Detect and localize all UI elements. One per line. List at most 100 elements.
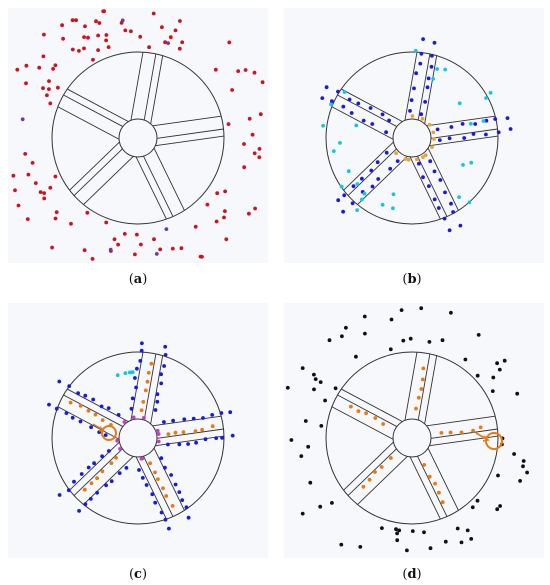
point	[340, 334, 344, 339]
point	[341, 104, 346, 109]
point	[53, 216, 58, 221]
point	[349, 111, 354, 115]
point	[139, 348, 144, 353]
point	[397, 528, 402, 533]
point	[414, 406, 418, 411]
panel-background	[284, 8, 544, 263]
point	[156, 439, 161, 444]
point	[457, 101, 462, 106]
point	[355, 208, 360, 213]
point	[82, 248, 87, 253]
point	[476, 333, 481, 337]
hub	[392, 118, 432, 158]
point	[313, 377, 318, 381]
point	[214, 219, 219, 224]
spoke-guide-0	[157, 428, 224, 439]
spoke-edge-3	[341, 88, 403, 122]
spoke-edge-1	[427, 447, 459, 511]
point	[300, 511, 305, 516]
point	[362, 191, 367, 196]
point	[156, 477, 160, 481]
point	[391, 206, 395, 211]
point	[139, 242, 143, 247]
point	[45, 93, 49, 98]
spoke-edge-2	[357, 456, 408, 505]
point	[129, 370, 134, 375]
point	[223, 209, 227, 214]
point	[300, 366, 305, 370]
point	[388, 166, 393, 171]
spoke-edge-2	[69, 141, 120, 191]
point	[408, 336, 413, 341]
point	[329, 102, 333, 107]
point	[318, 504, 323, 509]
point	[193, 224, 198, 229]
point	[449, 201, 453, 206]
point	[327, 338, 332, 343]
point	[336, 198, 341, 203]
point	[26, 172, 31, 177]
point	[123, 371, 128, 376]
point	[430, 53, 434, 58]
point	[11, 173, 16, 178]
point	[89, 425, 93, 430]
point	[432, 197, 437, 202]
point	[118, 447, 122, 451]
spoke-edge-4	[424, 55, 438, 124]
point	[177, 46, 182, 51]
point	[138, 34, 143, 39]
point	[362, 314, 367, 319]
point	[86, 465, 91, 470]
spoke-guide-1	[143, 456, 174, 517]
point	[143, 388, 148, 393]
point	[24, 81, 28, 86]
point	[461, 163, 465, 167]
point	[242, 165, 247, 170]
point	[100, 418, 105, 422]
point	[194, 440, 199, 445]
point	[253, 206, 257, 211]
point	[432, 40, 437, 45]
spoke-edge-2	[69, 441, 120, 491]
point	[462, 136, 467, 140]
point	[319, 424, 324, 428]
point	[148, 461, 153, 466]
point	[109, 461, 114, 465]
point	[518, 479, 522, 483]
point	[481, 119, 486, 123]
point	[104, 33, 109, 37]
point	[168, 35, 173, 40]
point	[379, 465, 384, 469]
point	[341, 209, 345, 214]
spoke-edge-1	[153, 147, 185, 211]
spoke-edge-3	[57, 106, 120, 140]
panel-c	[8, 303, 268, 558]
point	[42, 196, 47, 201]
point	[429, 64, 434, 69]
spoke-edge-0	[155, 135, 225, 147]
point	[460, 122, 465, 126]
point	[312, 387, 316, 392]
point	[227, 40, 232, 45]
point	[488, 90, 493, 95]
point	[173, 482, 178, 487]
point	[147, 45, 152, 50]
point	[399, 308, 404, 312]
caption-a: (a)	[129, 272, 148, 287]
point	[191, 416, 196, 421]
spoke-guide-4	[143, 53, 157, 120]
spoke-guide-0	[157, 128, 224, 139]
point	[106, 45, 111, 49]
point	[469, 537, 474, 541]
point	[375, 160, 380, 165]
point	[145, 379, 150, 384]
spoke-edge-2	[83, 156, 134, 205]
point	[162, 364, 167, 368]
point	[306, 444, 311, 449]
point	[130, 396, 135, 401]
point	[427, 122, 432, 127]
point	[156, 432, 161, 436]
point	[103, 433, 108, 437]
point	[380, 526, 384, 530]
point	[405, 548, 409, 553]
